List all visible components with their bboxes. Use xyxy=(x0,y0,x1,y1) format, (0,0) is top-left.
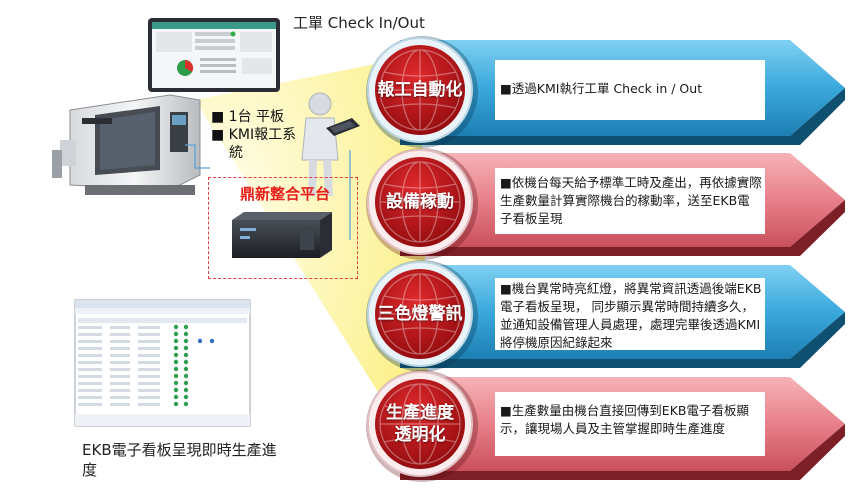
platform-label: 鼎新整合平台 xyxy=(240,185,331,203)
badge-label-1: 報工自動化 xyxy=(377,80,463,100)
dashboard-caption: EKB電子看板呈現即時生產進度 xyxy=(82,441,277,479)
tablet-bullet-list: ■ 1台 平板 ■ KMI報工系 統 xyxy=(211,108,321,162)
tablet-bullet-1: ■ 1台 平板 xyxy=(211,109,285,125)
text-panel-4 xyxy=(495,392,765,456)
cnc-machine-illustration xyxy=(52,94,201,195)
tablet-bullet-3: 統 xyxy=(229,145,243,161)
server-illustration xyxy=(232,212,332,258)
person-with-tablet-illustration xyxy=(301,92,360,196)
tablet-bullet-2: ■ KMI報工系 xyxy=(211,127,297,143)
text-panel-1 xyxy=(495,60,765,120)
globe-badge-2 xyxy=(366,148,478,260)
kmi-monitor-illustration xyxy=(148,18,280,92)
text-panel-2 xyxy=(495,168,765,234)
ekb-dashboard-thumbnail xyxy=(74,299,251,427)
yellow-fan-shape xyxy=(195,55,430,475)
platform-box xyxy=(208,177,358,279)
badge-label-2: 設備稼動 xyxy=(386,192,454,212)
globe-badge-1 xyxy=(366,36,478,148)
row-text-2: ■依機台每天給予標準工時及產出，再依據實際生產數量計算實際機台的稼動率，送至EK… xyxy=(500,175,762,226)
globe-badge-4 xyxy=(366,370,478,482)
row-text-1: ■透過KMI執行工單 Check in / Out xyxy=(500,81,703,96)
badge-label-4: 生產進度透明化 xyxy=(386,403,454,445)
row-text-4: ■生產數量由機台直接回傳到EKB電子看板顯示，讓現場人員及主管掌握即時生產進度 xyxy=(500,403,749,436)
row-text-3: ■機台異常時亮紅燈，將異常資訊透過後端EKB電子看板呈現， 同步顯示異常時間持續… xyxy=(500,281,762,350)
connector-line-machine xyxy=(185,144,210,169)
globe-badge-3 xyxy=(366,260,478,372)
kmi-check-in-title: 工單 Check In/Out xyxy=(293,14,425,32)
text-panel-3 xyxy=(495,278,765,350)
badge-label-3: 三色燈警訊 xyxy=(377,304,463,324)
